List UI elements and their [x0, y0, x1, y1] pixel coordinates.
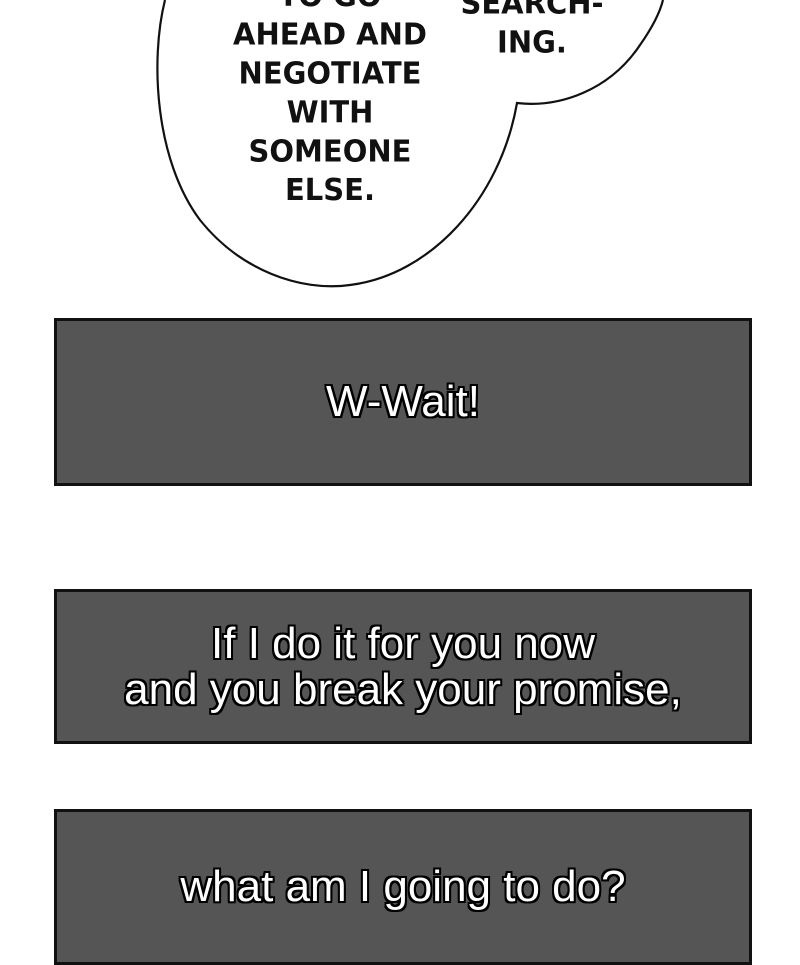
caption-box: If I do it for you now and you break you… [54, 589, 752, 744]
caption-line: W-Wait! [326, 377, 480, 426]
speech-bubble-outline [156, 0, 665, 288]
caption-line: what am I going to do? [180, 862, 626, 911]
bubble-line: SEARCH- [460, 0, 604, 21]
bubble-line: SOMEONE [248, 132, 412, 169]
bubble-line: WITH [286, 94, 374, 130]
bubble-line: TO GO [215, 0, 445, 15]
bubble-line: ELSE. [284, 171, 375, 208]
bubble-line: AHEAD AND [233, 16, 427, 53]
caption-box: what am I going to do? [54, 809, 752, 965]
caption-box: W-Wait! [54, 318, 752, 486]
caption-line: If I do it for you now [211, 618, 595, 668]
speech-bubble-text-right: SEARCH- ING. [452, 0, 612, 62]
bubble-line: ING. [497, 24, 567, 60]
caption-line: and you break your promise, [124, 664, 682, 714]
speech-bubble-text-left: TO GO AHEAD AND NEGOTIATE WITH SOMEONE E… [215, 0, 445, 210]
speech-bubble [156, 0, 665, 288]
bubble-line: NEGOTIATE [238, 55, 422, 91]
